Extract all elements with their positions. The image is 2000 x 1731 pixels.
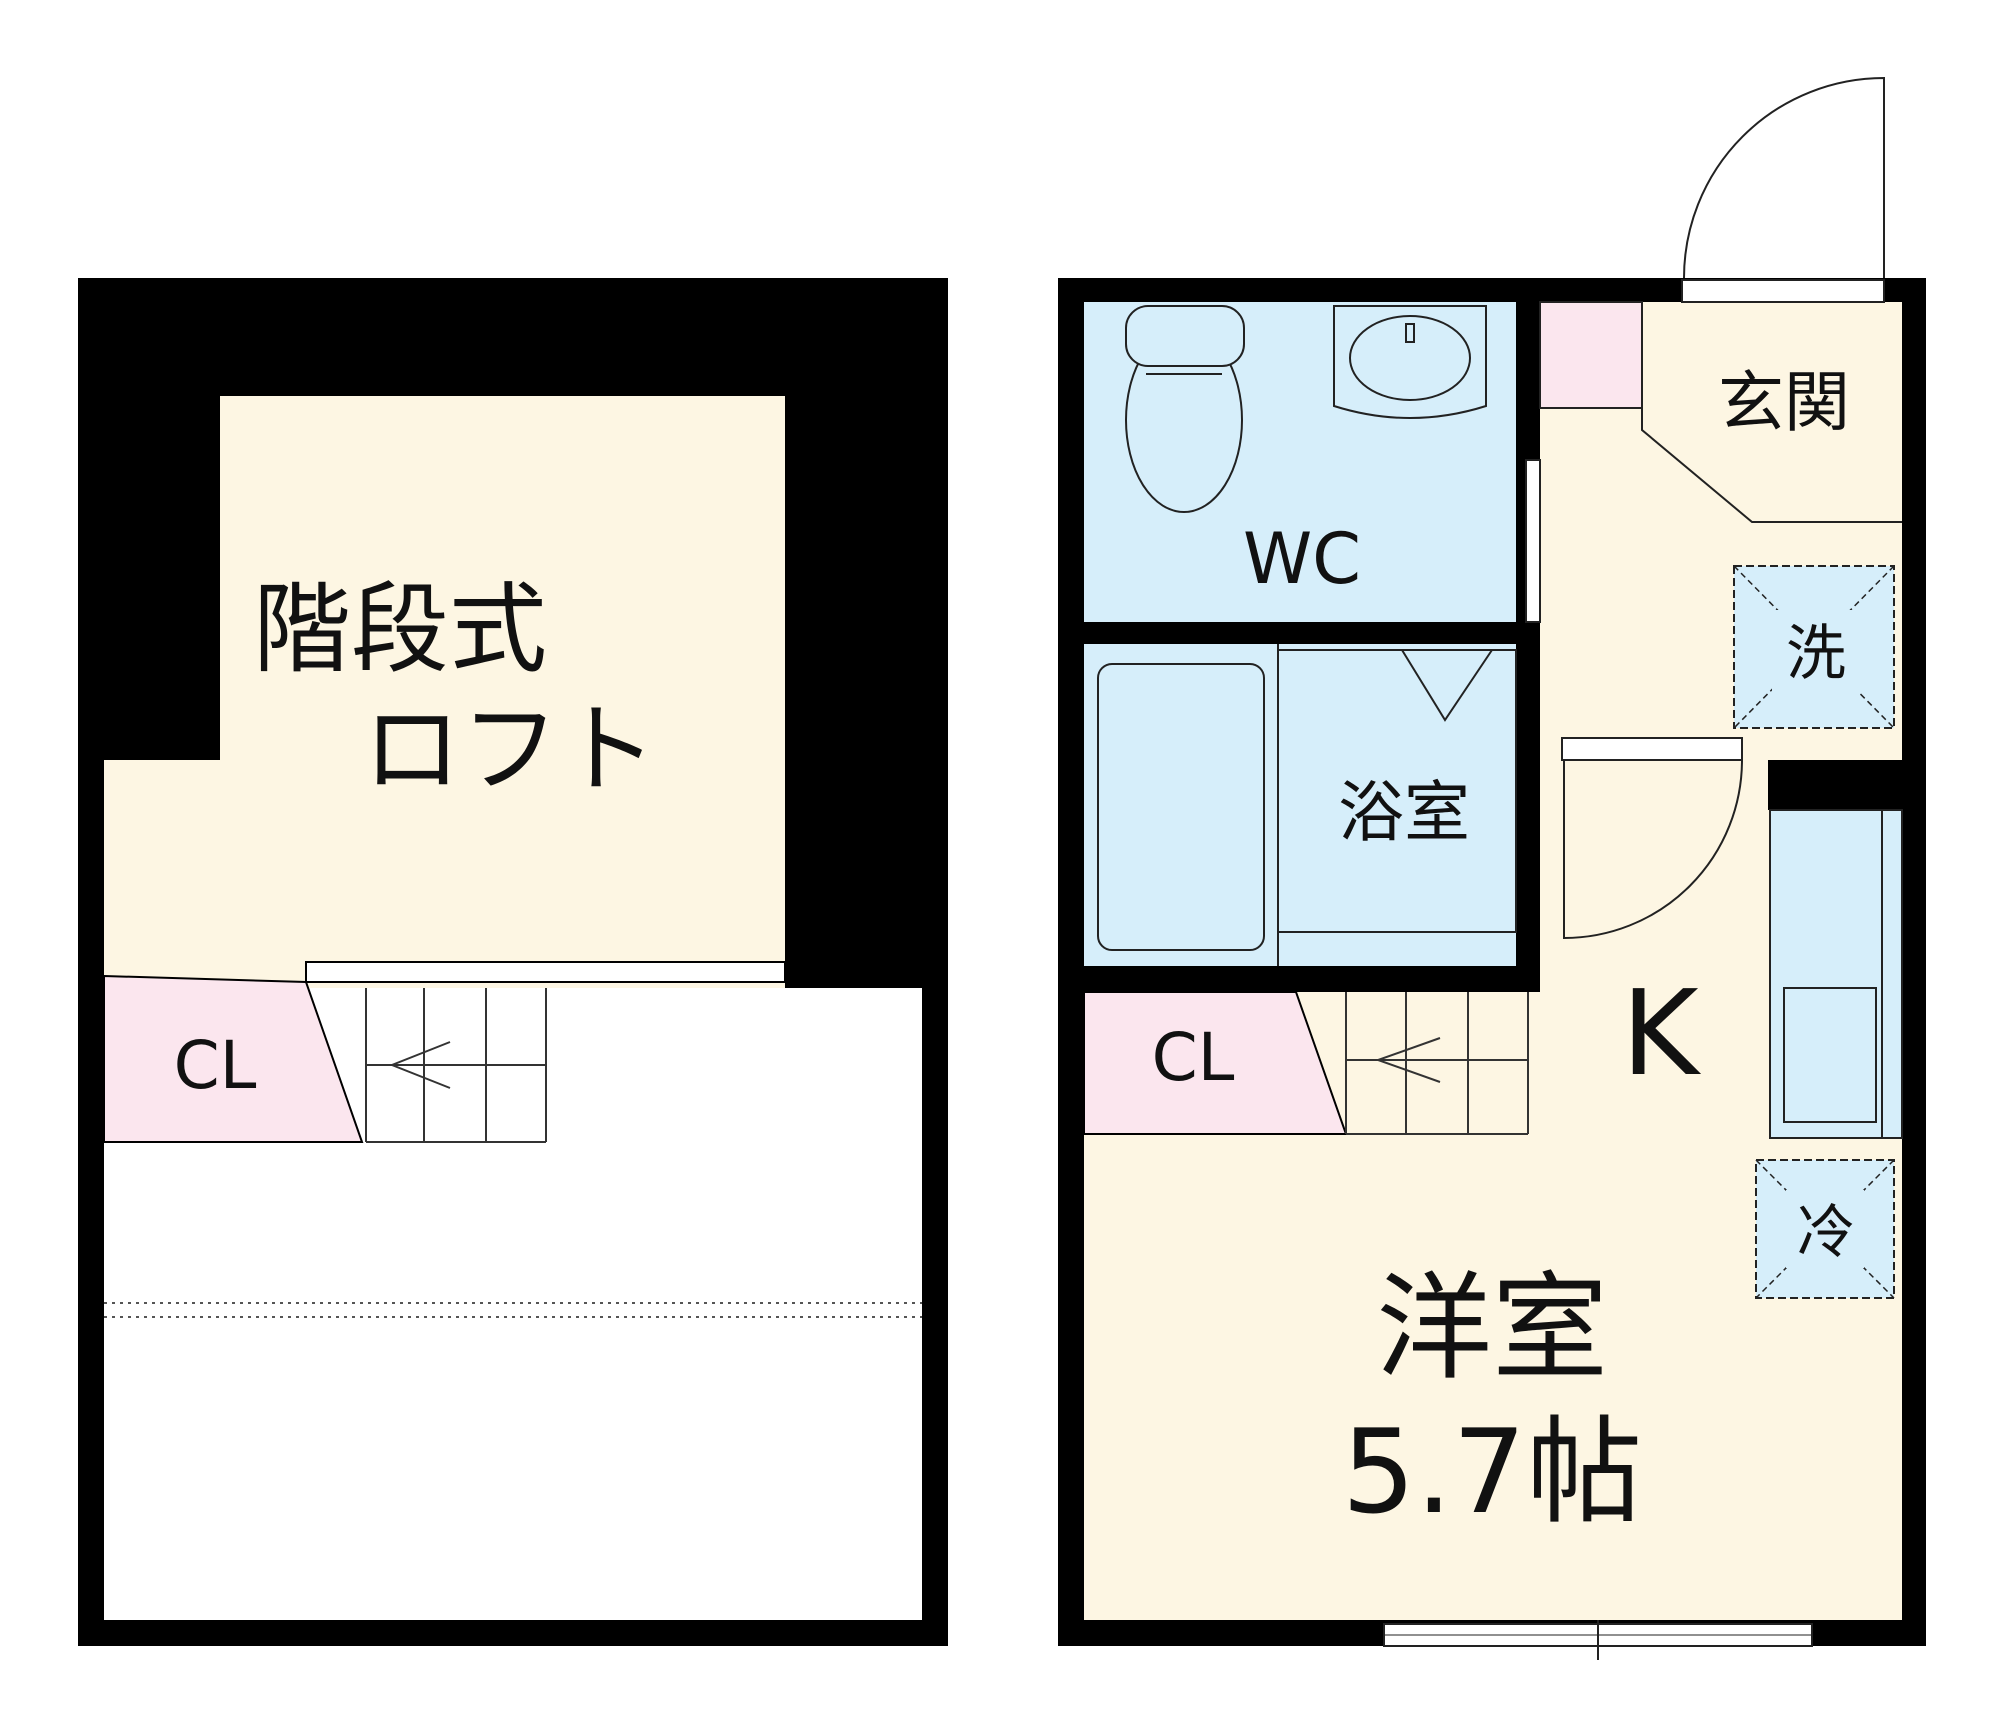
wall-bath-bottom xyxy=(1084,966,1540,992)
wc-sliding-door[interactable] xyxy=(1525,459,1541,623)
wc-label: WC xyxy=(1243,518,1361,600)
loft-floor xyxy=(104,396,785,988)
wall-bath-right xyxy=(1516,302,1540,992)
main-room-label: 洋室 xyxy=(1376,1261,1608,1396)
loft-stair-arrow-icon xyxy=(389,1041,451,1089)
toilet-icon xyxy=(1125,305,1245,513)
kitchen-door-swing xyxy=(1563,759,1743,940)
bath-label: 浴室 xyxy=(1338,774,1470,851)
kitchen-label: K xyxy=(1621,964,1701,1102)
entrance-door-swing xyxy=(1683,76,1885,279)
loft-edge-rail xyxy=(305,961,786,983)
entrance-label: 玄関 xyxy=(1718,364,1850,441)
wall-kitchen-pillar xyxy=(1768,760,1902,810)
fridge-label-bg xyxy=(1786,1190,1864,1268)
washer-label: 洗 xyxy=(1786,619,1846,689)
loft-closet-label: CL xyxy=(174,1027,257,1104)
bathtub xyxy=(1097,663,1265,951)
entrance-door-opening[interactable] xyxy=(1681,279,1885,303)
main-plan: WC 浴室 玄関 洗 K 冷 CL 洋室 5.7帖 xyxy=(1058,76,1926,1660)
fridge-diag-1 xyxy=(1755,1159,1895,1299)
entrance-step-line xyxy=(1641,302,1902,523)
kitchen-sink xyxy=(1783,987,1877,1123)
loft-room-label-line1: 階段式 xyxy=(253,573,547,687)
bath-wash-floor xyxy=(1277,649,1517,933)
main-stair-arrow-icon xyxy=(1375,1037,1441,1083)
main-room-size: 5.7帖 xyxy=(1342,1405,1642,1540)
loft-plan: 階段式 ロフト CL xyxy=(78,278,948,1646)
fridge-diag-2 xyxy=(1755,1159,1895,1299)
wall-wc-bath xyxy=(1084,622,1516,644)
loft-room-label-line2: ロフト xyxy=(363,693,657,807)
washer-label-bg xyxy=(1772,610,1860,692)
loft-closet xyxy=(103,974,364,1143)
sink-icon xyxy=(1333,305,1487,419)
kitchen-door-frame[interactable] xyxy=(1561,737,1743,761)
main-stair xyxy=(1345,992,1529,1135)
fridge-label: 冷 xyxy=(1797,1198,1855,1266)
main-closet-label: CL xyxy=(1152,1019,1235,1096)
entrance-closet xyxy=(1539,301,1643,409)
bath-drain-icon xyxy=(1401,649,1493,722)
